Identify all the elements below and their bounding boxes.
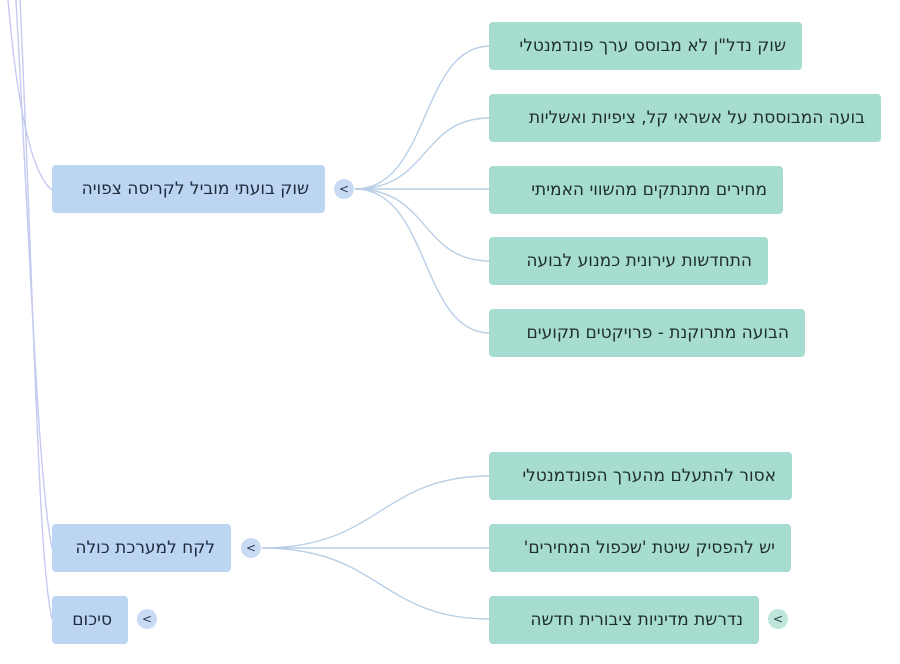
branch-node-bubble-market[interactable]: שוק בועתי מוביל לקריסה צפויה	[52, 165, 325, 213]
leaf-node[interactable]: מחירים מתנתקים מהשווי האמיתי	[489, 166, 783, 214]
leaf-node[interactable]: הבועה מתרוקנת - פרויקטים תקועים	[489, 309, 805, 357]
leaf-node[interactable]: בועה המבוססת על אשראי קל, ציפיות ואשליות	[489, 94, 881, 142]
branch-connector	[354, 188, 491, 334]
expand-toggle-icon[interactable]: <	[137, 609, 157, 629]
branch-node-summary[interactable]: סיכום	[52, 596, 128, 644]
branch-connector	[261, 475, 491, 549]
leaf-node[interactable]: אסור להתעלם מהערך הפונדמנטלי	[489, 452, 792, 500]
branch-connector	[354, 45, 491, 190]
branch-node-system-lesson[interactable]: לקח למערכת כולה	[52, 524, 231, 572]
leaf-node[interactable]: שוק נדל"ן לא מבוסס ערך פונדמנטלי	[489, 22, 802, 70]
leaf-node[interactable]: נדרשת מדיניות ציבורית חדשה	[489, 596, 759, 644]
root-connector	[19, 0, 53, 620]
collapse-toggle-icon[interactable]: <	[241, 538, 261, 558]
root-connector	[7, 0, 53, 191]
collapse-toggle-icon[interactable]: <	[334, 179, 354, 199]
leaf-node[interactable]: יש להפסיק שיטת 'שכפול המחירים'	[489, 524, 791, 572]
branch-connector	[354, 188, 491, 262]
expand-toggle-icon[interactable]: <	[768, 609, 788, 629]
branch-connector	[261, 547, 491, 620]
root-connector	[15, 0, 53, 549]
branch-connector	[354, 117, 491, 190]
leaf-node[interactable]: התחדשות עירונית כמנוע לבועה	[489, 237, 768, 285]
